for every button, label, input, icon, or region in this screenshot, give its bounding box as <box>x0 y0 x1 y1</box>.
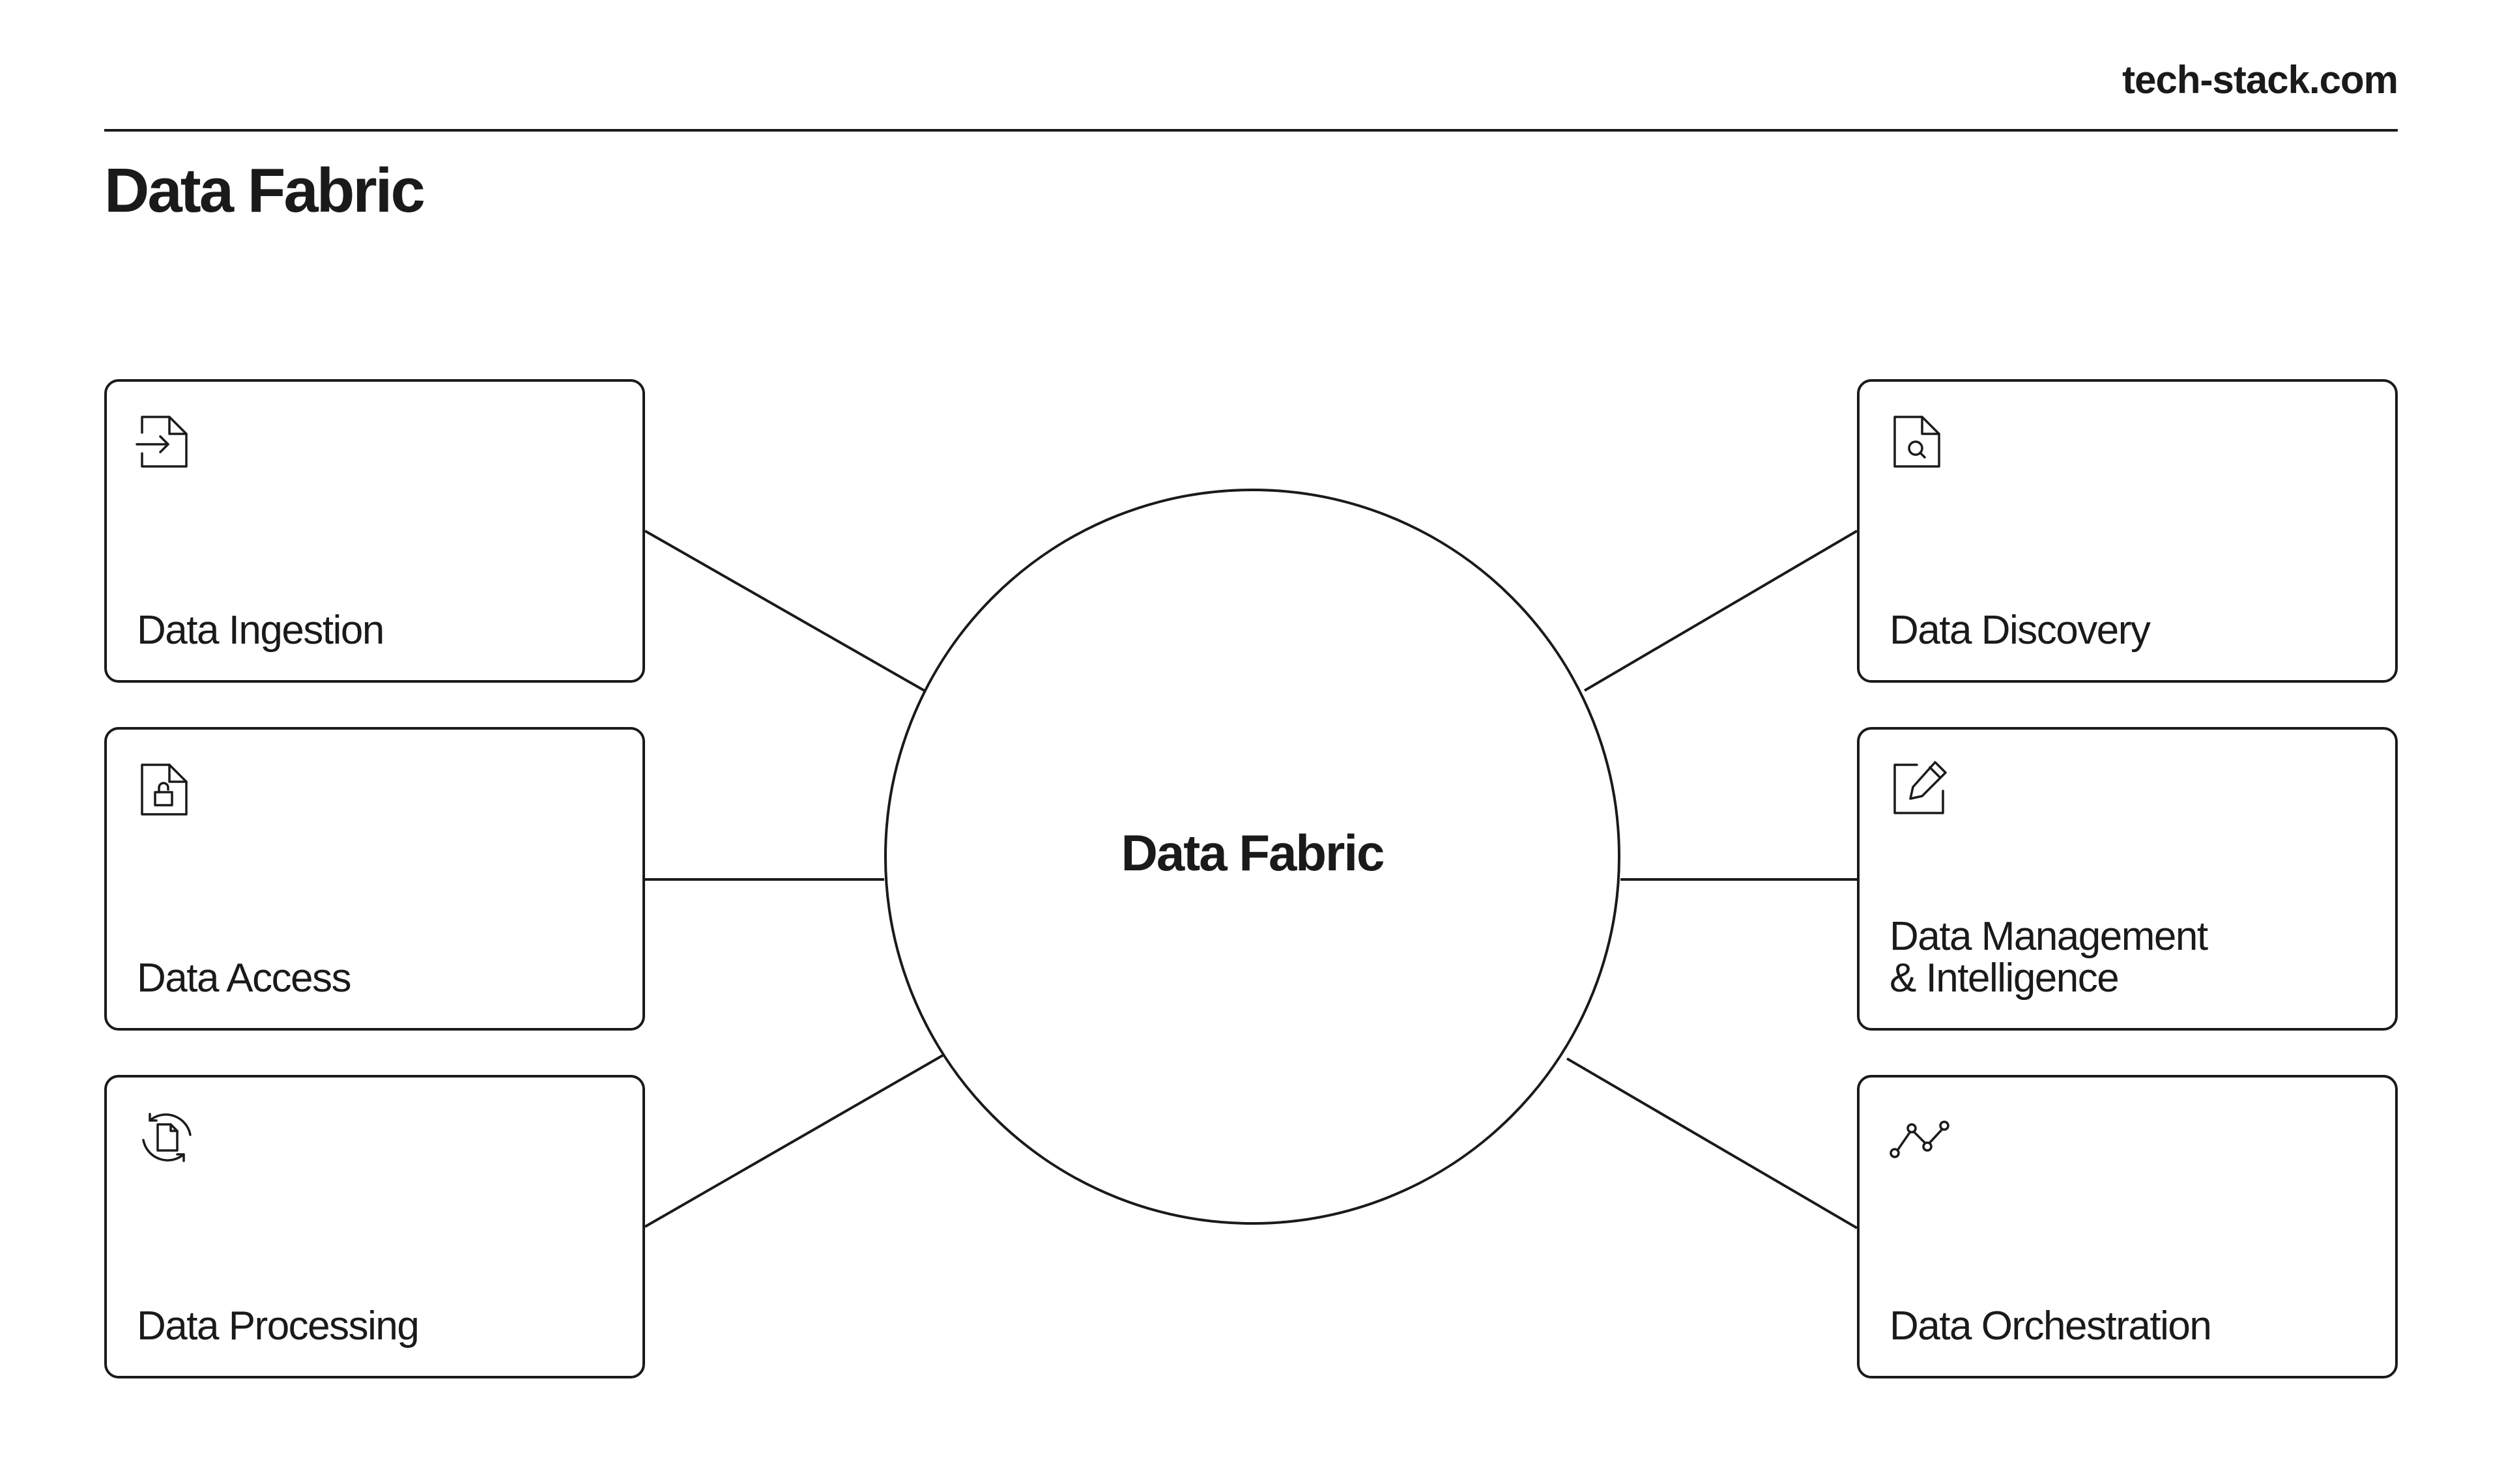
brand-name: tech-stack.com <box>2122 58 2398 102</box>
card-label: Data Management & Intelligence <box>1890 914 2208 1001</box>
card-data-ingestion: Data Ingestion <box>104 379 645 683</box>
hub-label: Data Fabric <box>1121 823 1385 881</box>
file-import-icon <box>136 410 198 473</box>
card-label: Data Orchestration <box>1890 1304 2212 1348</box>
card-data-management-intelligence: Data Management & Intelligence <box>1857 727 2398 1031</box>
connector-discovery <box>1583 530 1858 692</box>
file-search-icon <box>1888 410 1951 473</box>
card-label: Data Processing <box>137 1304 420 1348</box>
file-refresh-icon <box>136 1106 198 1169</box>
card-data-orchestration: Data Orchestration <box>1857 1075 2398 1378</box>
line-graph-icon <box>1888 1106 1951 1169</box>
data-fabric-hub: Data Fabric <box>884 489 1620 1225</box>
file-lock-icon <box>136 758 198 821</box>
edit-icon <box>1888 758 1951 821</box>
connector-orchestration <box>1566 1057 1858 1229</box>
card-data-discovery: Data Discovery <box>1857 379 2398 683</box>
header-divider <box>104 129 2398 132</box>
card-label: Data Access <box>137 956 352 1001</box>
card-data-processing: Data Processing <box>104 1075 645 1378</box>
page-title: Data Fabric <box>104 156 425 225</box>
card-label: Data Discovery <box>1890 608 2151 653</box>
connector-ingestion <box>644 530 927 693</box>
card-data-access: Data Access <box>104 727 645 1031</box>
card-label: Data Ingestion <box>137 608 384 653</box>
connector-processing <box>644 1054 943 1228</box>
